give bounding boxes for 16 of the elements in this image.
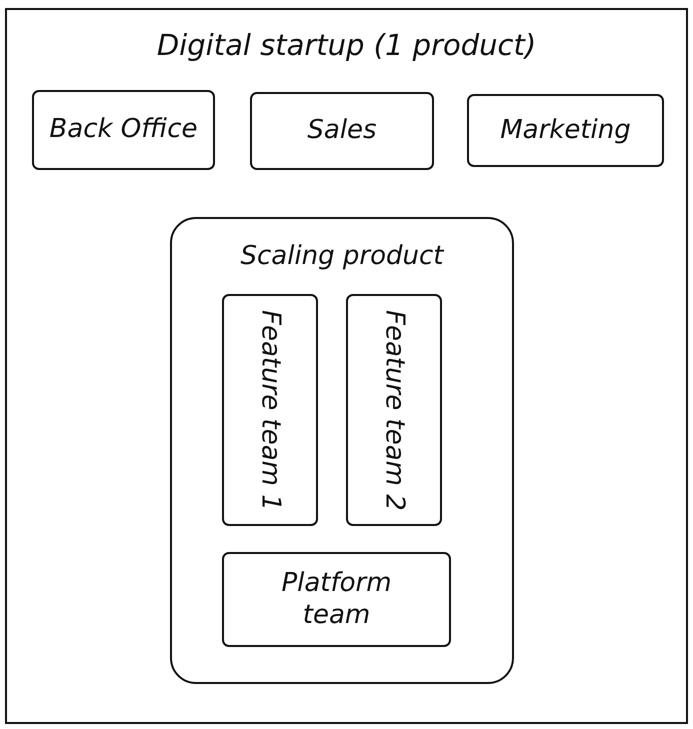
- box-label: Scaling product: [240, 241, 444, 272]
- team-box: [346, 294, 442, 526]
- team-box: [222, 552, 451, 647]
- box-label: Feature team 2: [378, 310, 410, 510]
- box-label: Feature team 1: [254, 310, 286, 510]
- box-label: Platform team: [280, 568, 393, 631]
- team-box: [467, 94, 664, 167]
- box-label: Digital startup (1 product): [156, 28, 536, 63]
- group-box: [170, 217, 514, 684]
- organization-frame: [5, 8, 688, 724]
- team-box: [250, 92, 434, 170]
- box-label: Marketing: [500, 114, 631, 146]
- team-box: [32, 90, 215, 170]
- box-label: Back Office: [49, 114, 198, 146]
- box-label: Sales: [307, 115, 377, 147]
- team-box: [222, 294, 318, 526]
